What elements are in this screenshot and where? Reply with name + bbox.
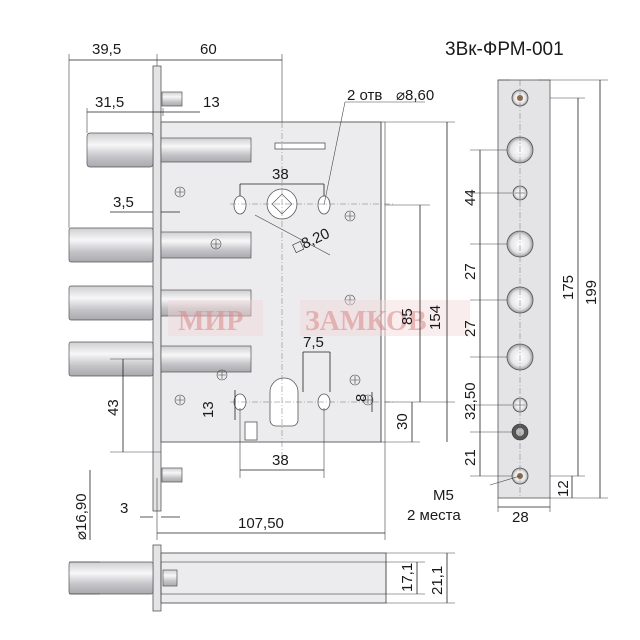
handle-square bbox=[271, 193, 293, 215]
fp-dim-175: 175 bbox=[560, 275, 577, 300]
mount-hole-left bbox=[233, 195, 247, 215]
bottom-view-small-bolt bbox=[162, 569, 178, 587]
watermark-left: МИР bbox=[178, 306, 243, 337]
bottom-case bbox=[160, 552, 387, 604]
fp-dim-27-a: 27 bbox=[462, 263, 479, 280]
lock-face-plate bbox=[152, 65, 162, 512]
dim-31-5: 31,5 bbox=[95, 94, 124, 111]
center-lines bbox=[230, 122, 395, 460]
case-screws bbox=[174, 186, 374, 406]
main-bolt-1 bbox=[68, 227, 154, 263]
main-bolt-3-rod bbox=[160, 345, 252, 373]
dim-38-bottom: 38 bbox=[272, 452, 289, 469]
fp-dim-27-b: 27 bbox=[462, 320, 479, 337]
m5-label: М5 bbox=[433, 487, 454, 504]
dim-7-5: 7,5 bbox=[303, 334, 324, 351]
dim-13-mid: 13 bbox=[200, 401, 217, 418]
main-bolt-2-rod bbox=[160, 289, 252, 317]
fp-dim-199: 199 bbox=[583, 280, 600, 305]
face-plate-view bbox=[497, 79, 551, 499]
upper-latch-rod bbox=[160, 137, 252, 163]
dim-43: 43 bbox=[105, 399, 122, 416]
dim-8: 8 bbox=[353, 394, 370, 402]
dim-3-5: 3,5 bbox=[113, 194, 134, 211]
lock-front-view bbox=[68, 65, 395, 512]
bottom-view-bolt bbox=[68, 561, 154, 595]
fp-dim-28: 28 bbox=[512, 509, 529, 526]
drawing-title: 3Вк-ФРМ-001 bbox=[445, 39, 564, 60]
front-dimensions bbox=[68, 54, 455, 540]
dim-17-1: 17,1 bbox=[399, 563, 416, 592]
euro-cylinder-hole bbox=[269, 377, 299, 427]
fp-dim-21: 21 bbox=[462, 449, 479, 466]
dim-39-5: 39,5 bbox=[92, 41, 121, 58]
dim-154: 154 bbox=[427, 305, 444, 330]
bottom-face-plate bbox=[152, 544, 162, 612]
holes-diameter: ⌀8,60 bbox=[396, 87, 434, 104]
dim-diameter-16-90: ⌀16,90 bbox=[73, 493, 90, 540]
watermark: МИР ЗАМКОВ bbox=[168, 300, 470, 337]
main-bolt-1-rod bbox=[160, 231, 252, 259]
dim-38-top: 38 bbox=[272, 166, 289, 183]
main-bolt-2 bbox=[68, 285, 154, 321]
top-slot bbox=[274, 142, 326, 150]
dim-21-1: 21,1 bbox=[429, 566, 446, 595]
fp-dim-12: 12 bbox=[555, 480, 572, 497]
dim-107-50: 107,50 bbox=[238, 515, 284, 532]
bottom-case-inner bbox=[160, 561, 387, 595]
watermark-right: ЗАМКОВ bbox=[305, 306, 427, 337]
lock-case-edge bbox=[380, 121, 386, 443]
fp-dim-44: 44 bbox=[462, 189, 479, 206]
dim-30: 30 bbox=[394, 413, 411, 430]
top-small-bolt bbox=[161, 91, 183, 107]
bottom-small-bolt bbox=[161, 467, 183, 483]
cam-slot bbox=[244, 421, 258, 441]
m5-places-label: 2 места bbox=[407, 507, 461, 524]
upper-latch-bolt bbox=[86, 132, 154, 168]
dim-13-top: 13 bbox=[203, 94, 220, 111]
fp-dim-32-50: 32,50 bbox=[462, 382, 479, 420]
dim-3: 3 bbox=[120, 500, 128, 517]
face-plate-dimensions bbox=[470, 79, 608, 512]
holes-note: 2 отв bbox=[347, 87, 382, 104]
dim-85: 85 bbox=[399, 308, 416, 325]
dim-60: 60 bbox=[200, 41, 217, 58]
lock-bottom-view bbox=[68, 470, 455, 612]
